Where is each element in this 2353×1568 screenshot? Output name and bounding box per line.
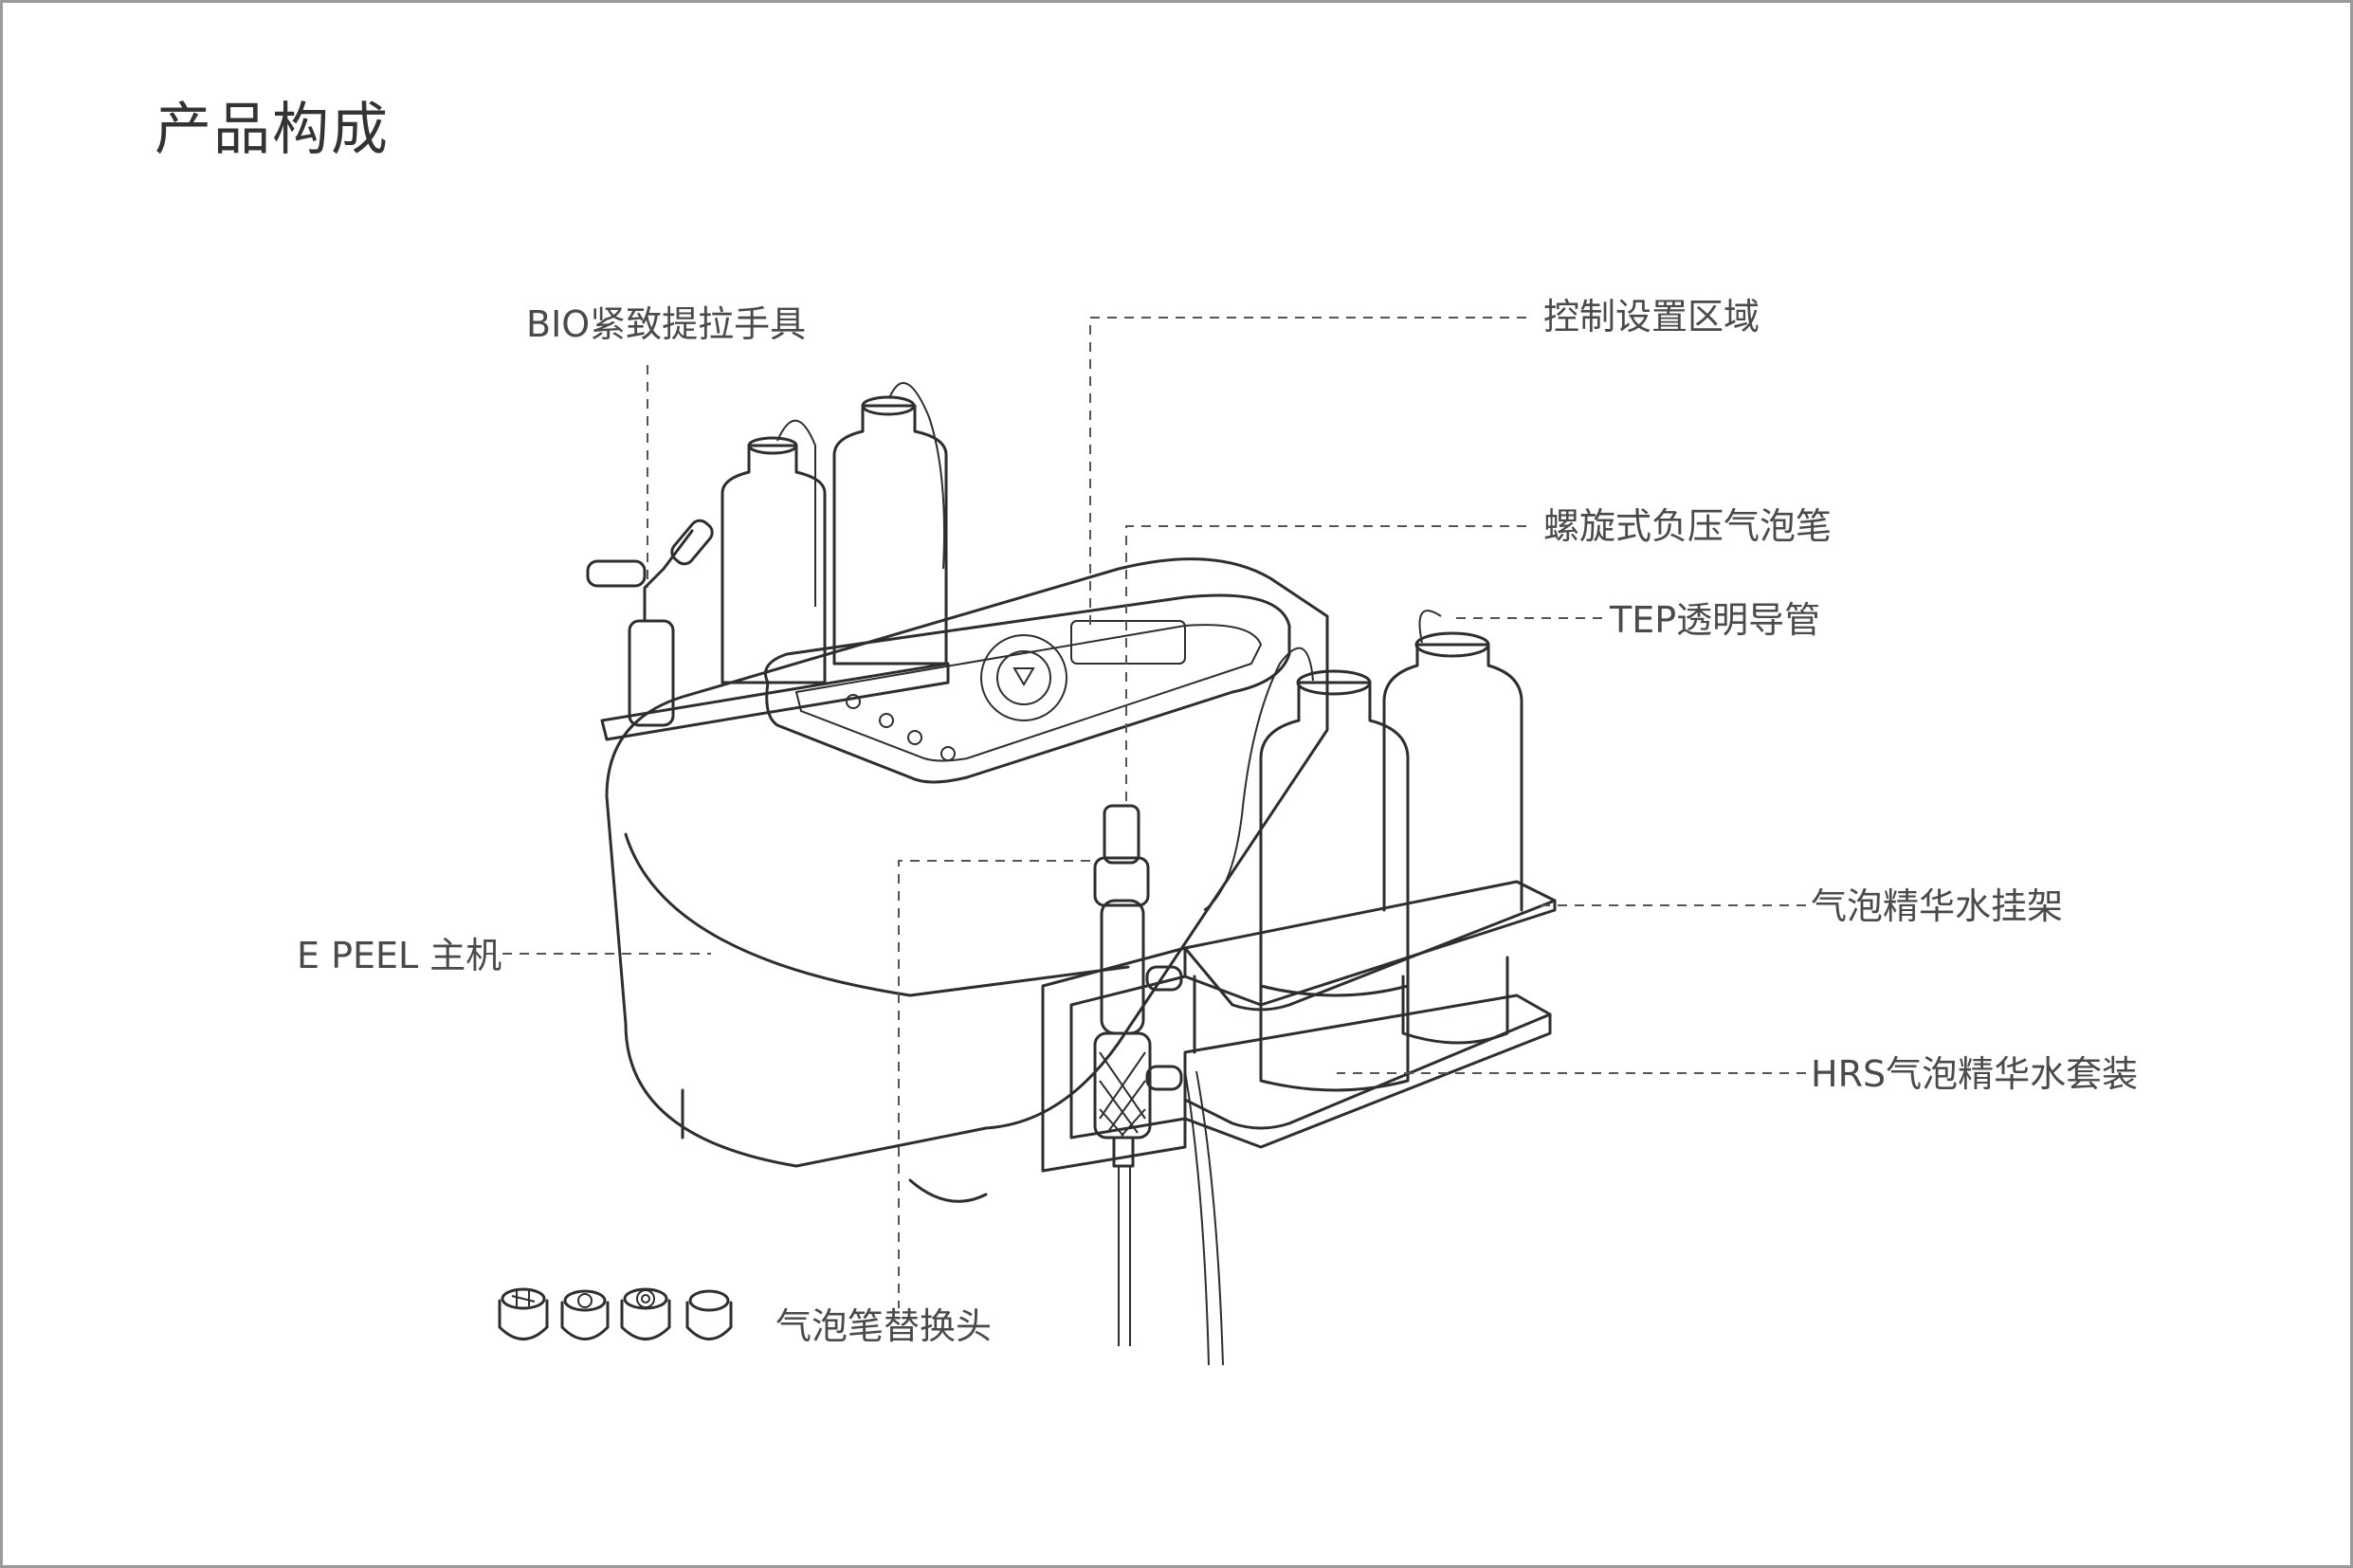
back-bottles (720, 382, 948, 684)
label-control-area: 控制设置区域 (1543, 296, 1760, 337)
bubble-pen (1093, 804, 1224, 1366)
bottle-rack (1183, 880, 1557, 1149)
label-hrs-set: HRS气泡精华水套装 (1811, 1053, 2139, 1095)
bio-handpiece (586, 519, 950, 741)
main-unit-body (605, 557, 1329, 1203)
leader-spiral-bubble-pen (1125, 525, 1526, 806)
label-spiral-bubble-pen: 螺旋式负压气泡笔 (1543, 505, 1833, 547)
label-bio-handpiece: BIO紧致提拉手具 (526, 303, 807, 345)
front-bottles (1203, 610, 1523, 1092)
replacement-head-1 (498, 1287, 549, 1340)
replacement-heads (498, 1287, 733, 1340)
page-title: 产品构成 (155, 97, 390, 163)
label-tep-tube: TEP透明导管 (1610, 599, 1821, 641)
leader-lines (485, 317, 1806, 1308)
label-main-unit: E PEEL 主机 (297, 935, 502, 976)
replacement-head-3 (620, 1287, 671, 1340)
label-replacement-heads: 气泡笔替换头 (775, 1305, 993, 1347)
label-bottle-rack: 气泡精华水挂架 (1811, 885, 2064, 927)
leader-control-area (1089, 317, 1526, 630)
control-panel (764, 593, 1291, 784)
replacement-head-2 (560, 1289, 610, 1340)
replacement-head-4 (685, 1289, 733, 1340)
leader-replacement-heads (898, 860, 1090, 1308)
